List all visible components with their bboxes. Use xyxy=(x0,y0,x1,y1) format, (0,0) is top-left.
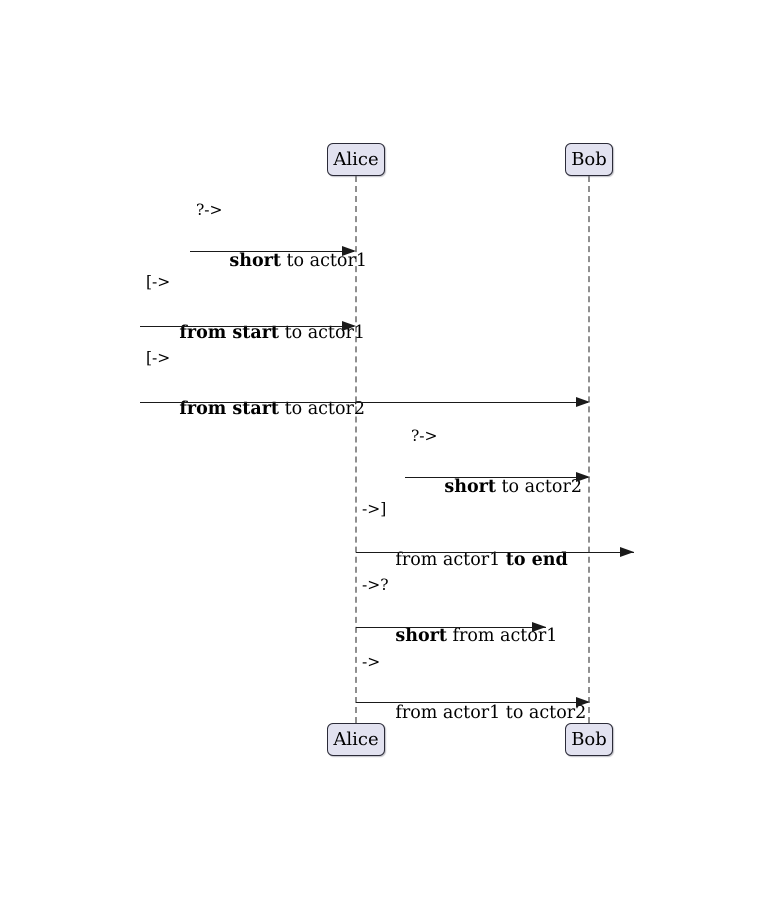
participant-box-alice-bottom: Alice xyxy=(327,723,385,756)
message-arrow xyxy=(356,552,634,553)
message-syntax-label: ->? xyxy=(362,576,389,594)
message-arrow xyxy=(356,627,546,628)
message-text: short to actor2 xyxy=(444,477,582,497)
message-syntax-label: ?-> xyxy=(411,427,438,445)
arrowhead-icon xyxy=(532,622,546,632)
participant-box-bob-top: Bob xyxy=(565,143,613,176)
message-syntax-label: ->] xyxy=(362,500,387,518)
arrowhead-icon xyxy=(576,697,590,707)
message-arrow xyxy=(356,702,588,703)
participant-box-alice-top: Alice xyxy=(327,143,385,176)
message-text: from actor1 to end xyxy=(395,550,568,570)
participant-label: Alice xyxy=(333,729,379,750)
message-syntax-label: -> xyxy=(362,653,381,671)
message-text: from start to actor1 xyxy=(179,323,365,343)
message-arrow xyxy=(140,402,588,403)
message-text: from start to actor2 xyxy=(179,399,365,419)
participant-box-bob-bottom: Bob xyxy=(565,723,613,756)
participant-label: Bob xyxy=(571,149,607,170)
message-arrow xyxy=(405,477,588,478)
message-syntax-label: [-> xyxy=(146,273,171,291)
message-syntax-label: [-> xyxy=(146,349,171,367)
participant-label: Alice xyxy=(333,149,379,170)
message-arrow xyxy=(190,251,354,252)
message-arrow xyxy=(140,326,354,327)
arrowhead-icon xyxy=(576,472,590,482)
message-text: short to actor1 xyxy=(229,251,367,271)
lifeline-bob xyxy=(588,176,590,723)
arrowhead-icon xyxy=(342,246,356,256)
arrowhead-icon xyxy=(342,321,356,331)
message-text: from actor1 to actor2 xyxy=(395,703,587,723)
message-syntax-label: ?-> xyxy=(196,201,223,219)
arrowhead-icon xyxy=(576,397,590,407)
lifeline-alice xyxy=(355,176,357,723)
message-text: short from actor1 xyxy=(395,626,558,646)
participant-label: Bob xyxy=(571,729,607,750)
arrowhead-icon xyxy=(620,547,634,557)
